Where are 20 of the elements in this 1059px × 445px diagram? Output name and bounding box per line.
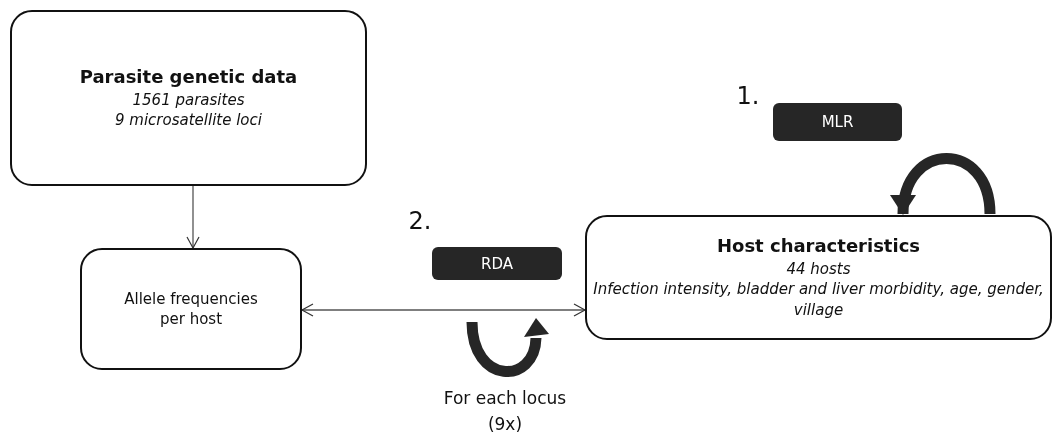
- box-detail: 9 microsatellite loci: [115, 110, 262, 131]
- process-box: [10, 10, 367, 186]
- loop-caption: For each locus (9x): [442, 387, 568, 437]
- loop-arrow: [891, 153, 996, 215]
- box-detail: 44 hosts: [786, 259, 851, 280]
- process-box: [585, 215, 1052, 340]
- box-detail: Infection intensity, bladder and liver morbidity, age, gender, village: [592, 279, 1045, 320]
- step-number: 2.: [407, 206, 433, 237]
- process-box: [80, 248, 302, 370]
- arrow: [186, 185, 200, 249]
- box-heading: Host characteristics: [716, 235, 921, 257]
- box-heading: Parasite genetic data: [79, 65, 298, 87]
- method-name: RDA: [481, 254, 513, 273]
- method-label: [773, 103, 902, 141]
- box-detail: 1561 parasites: [132, 89, 245, 110]
- step-number: 1.: [735, 81, 761, 112]
- arrow: [301, 303, 586, 317]
- box-text: Allele frequencies per host: [123, 288, 259, 330]
- method-name: MLR: [821, 113, 854, 131]
- method-label: [432, 247, 562, 280]
